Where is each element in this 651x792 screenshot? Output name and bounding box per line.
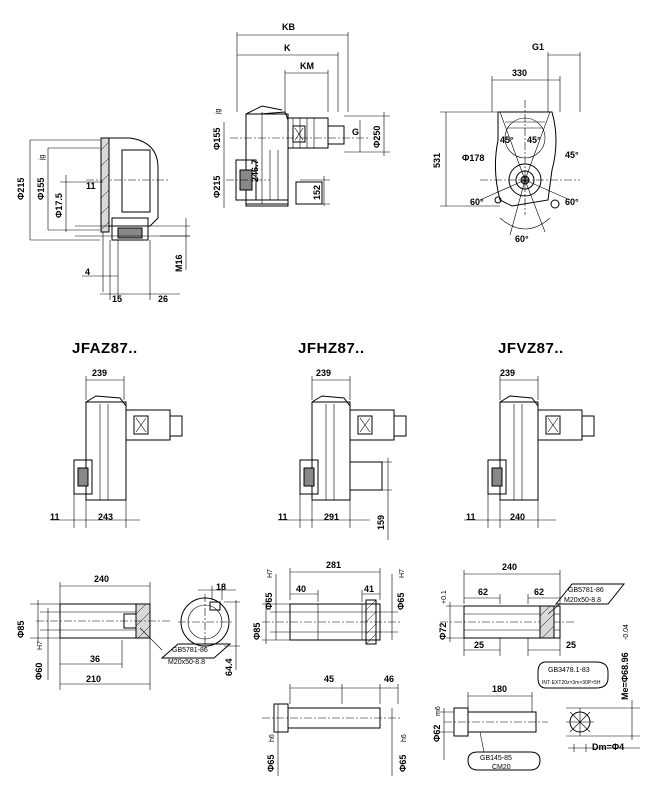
bl-dim-36: 36 <box>90 654 100 664</box>
bm-dim-d65-h6-left: Φ65 <box>266 755 276 772</box>
jfhz87-view: 239 11 291 159 <box>278 368 407 540</box>
angle-45-outer: 45° <box>565 150 579 160</box>
angle-45-right: 45° <box>527 135 541 145</box>
hollow-shaft-keyed-section: 240 Φ85 Φ60 H7 36 210 GB5781-86 M20x50-8… <box>16 574 240 690</box>
angle-60-bottom: 60° <box>515 234 529 244</box>
gearmotor-front-view: G1 330 531 45° 45° 45° Φ178 60° 60° 60° <box>432 42 581 244</box>
br-std-cm20: CM20 <box>492 764 511 771</box>
bl-dim-240: 240 <box>94 574 109 584</box>
dim-15: 15 <box>112 294 122 304</box>
dim-531: 531 <box>432 153 442 168</box>
hollow-shaft-shrink-disc-section: 281 40 41 Φ65 H7 Φ65 H7 Φ85 45 46 Φ65 h6… <box>252 560 408 776</box>
jfhz-dim-11: 11 <box>278 512 288 522</box>
gearmotor-side-view: KB K KM G Φ250 Φ155 jg Φ215 246.7 152 <box>212 22 390 208</box>
dim-152: 152 <box>312 185 322 200</box>
dim-d215-left: Φ215 <box>16 178 26 200</box>
dim-d178: Φ178 <box>462 153 484 163</box>
br-dim-240: 240 <box>502 562 517 572</box>
title-jfaz87: JFAZ87.. <box>72 340 138 357</box>
br-dim-25-right: 25 <box>566 640 576 650</box>
dim-d17-5: Φ17.5 <box>54 193 64 218</box>
bl-dim-18: 18 <box>216 582 226 592</box>
angle-60-right: 60° <box>565 197 579 207</box>
bl-dim-64-4: 64.4 <box>224 658 234 676</box>
jfaz-dim-243: 243 <box>98 512 113 522</box>
bl-dim-d60-tol: H7 <box>37 641 44 650</box>
dim-d250: Φ250 <box>372 126 382 148</box>
br-dim-dm: Dm=Φ4 <box>592 742 624 752</box>
dim-d155-left: Φ155 <box>36 178 46 200</box>
dim-26: 26 <box>158 294 168 304</box>
bm-dim-d65-h6-right: Φ65 <box>398 755 408 772</box>
angle-60-left: 60° <box>470 197 484 207</box>
dim-d155-left-tol: jg <box>39 154 46 161</box>
dim-km: KM <box>300 61 314 71</box>
dim-k: K <box>284 43 291 53</box>
dim-g: G <box>352 127 359 137</box>
bm-dim-40: 40 <box>296 584 306 594</box>
hollow-shaft-splined-section: 240 62 62 Φ72 +0.1 25 25 GB5781-86 M20x5… <box>432 562 640 771</box>
bm-dim-d65-right: Φ65 <box>396 593 406 610</box>
br-std-gb3478: GB3478.1-83 <box>548 667 590 674</box>
br-std-gb3478-spec: INT·EXT20z×3m×30P×5H <box>542 680 601 686</box>
jfhz-dim-159: 159 <box>376 515 386 530</box>
br-dim-180: 180 <box>492 684 507 694</box>
dim-246-7: 246.7 <box>250 159 260 182</box>
bm-dim-46: 46 <box>384 674 394 684</box>
bm-dim-d65-h6-right-tol: h6 <box>401 734 408 742</box>
bm-dim-281: 281 <box>326 560 341 570</box>
bm-dim-d65-right-tol: H7 <box>399 569 406 578</box>
br-dim-d72: Φ72 <box>438 623 448 640</box>
dim-kb: KB <box>282 22 295 32</box>
br-dim-me: Me=Φ68.96 <box>620 652 630 700</box>
jfaz-dim-239: 239 <box>92 368 107 378</box>
br-dim-me-tol: -0.04 <box>623 624 630 640</box>
jfvz-dim-240: 240 <box>510 512 525 522</box>
br-dim-62-right: 62 <box>534 587 544 597</box>
jfvz-dim-239: 239 <box>500 368 515 378</box>
jfhz-dim-291: 291 <box>324 512 339 522</box>
br-dim-62-left: 62 <box>478 587 488 597</box>
bl-std-m20: M20x50-8.8 <box>168 659 205 666</box>
flange-section-view: Φ215 Φ155 jg Φ17.5 11 4 15 26 M16 <box>16 137 190 304</box>
dim-11-left: 11 <box>86 181 96 191</box>
jfvz-dim-11: 11 <box>466 512 476 522</box>
bm-dim-45: 45 <box>324 674 334 684</box>
br-std-gb5781: GB5781-86 <box>568 587 604 594</box>
bm-dim-d65-left-tol: H7 <box>267 569 274 578</box>
title-jfhz87: JFHZ87.. <box>298 340 365 357</box>
jfaz-dim-11: 11 <box>50 512 60 522</box>
br-dim-d62: Φ62 <box>432 725 442 742</box>
br-dim-25-left: 25 <box>474 640 484 650</box>
br-dim-d72-tol: +0.1 <box>441 590 448 604</box>
angle-45-left: 45° <box>500 135 514 145</box>
dim-d155-mid: Φ155 <box>212 128 222 150</box>
bl-dim-210: 210 <box>86 674 101 684</box>
bm-dim-d65-h6-left-tol: h6 <box>269 734 276 742</box>
jfaz87-view: 239 11 243 <box>50 368 183 528</box>
br-std-m20: M20x50-8.8 <box>564 597 601 604</box>
bm-dim-d65-left: Φ65 <box>264 593 274 610</box>
dim-m16: M16 <box>174 254 184 272</box>
jfvz87-view: 239 11 240 <box>464 368 595 528</box>
br-dim-d62-tol: m6 <box>435 706 442 716</box>
bl-dim-d85: Φ85 <box>16 621 26 638</box>
title-jfvz87: JFVZ87.. <box>498 340 564 357</box>
bm-dim-d85: Φ85 <box>252 623 262 640</box>
bm-dim-41: 41 <box>364 584 374 594</box>
bl-dim-d60: Φ60 <box>34 663 44 680</box>
dim-330: 330 <box>512 68 527 78</box>
bl-std-gb5781: GB5781-86 <box>172 647 208 654</box>
dim-d215-mid: Φ215 <box>212 176 222 198</box>
dim-d155-mid-tol: jg <box>215 108 222 115</box>
dim-4: 4 <box>85 267 90 277</box>
br-std-gb145: GB145-85 <box>480 755 512 762</box>
dim-g1: G1 <box>532 42 544 52</box>
jfhz-dim-239: 239 <box>316 368 331 378</box>
